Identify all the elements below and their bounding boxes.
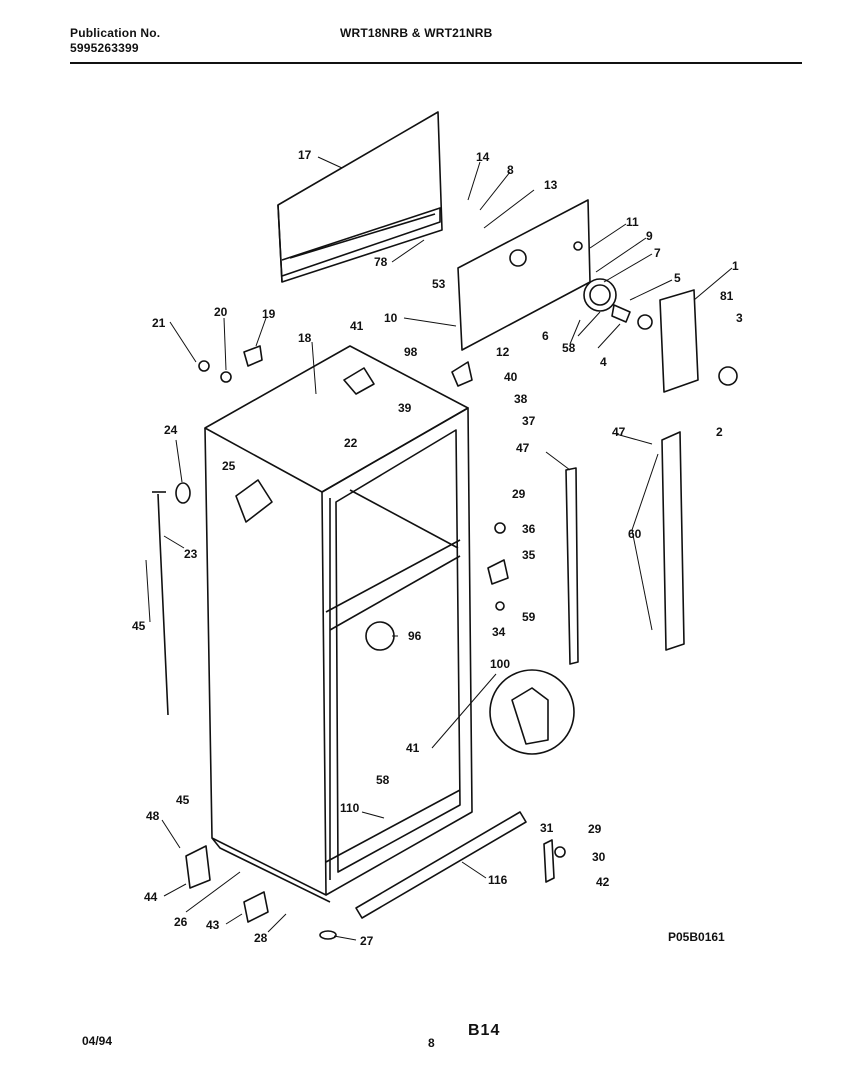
callout-label: 36 — [522, 522, 536, 536]
callout-label: 78 — [374, 255, 388, 269]
leader-lines — [145, 156, 733, 941]
callout-label: 116 — [488, 873, 508, 887]
callout-label: 26 — [174, 915, 188, 929]
plug-part — [365, 621, 395, 651]
detail-bracket-part — [511, 687, 549, 745]
page-code: B14 — [468, 1022, 501, 1039]
bracket-part — [343, 367, 375, 395]
callout-label: 6 — [542, 329, 549, 343]
air-duct-part — [659, 289, 699, 393]
washer-part — [495, 601, 505, 611]
callout-label: 100 — [490, 657, 510, 671]
cabinet-body — [204, 345, 473, 903]
callout-label: 23 — [184, 547, 198, 561]
screw-part — [494, 522, 506, 534]
top-hinge-part — [451, 361, 473, 387]
callout-label: 12 — [496, 345, 510, 359]
callout-label: 42 — [596, 875, 610, 889]
footer-date: 04/94 — [82, 1034, 113, 1048]
grommet-part — [718, 366, 738, 386]
callout-label: 58 — [562, 341, 576, 355]
callout-label: 34 — [492, 625, 506, 639]
callout-label: 9 — [646, 229, 653, 243]
callout-label: 31 — [540, 821, 554, 835]
callout-label: 18 — [298, 331, 312, 345]
callout-label: 38 — [514, 392, 528, 406]
callout-labels: 17 14 8 13 11 9 7 5 1 81 3 2 78 53 10 12… — [132, 148, 743, 948]
callout-label: 21 — [152, 316, 166, 330]
callout-label: 4 — [600, 355, 607, 369]
figure-id: P05B0161 — [668, 930, 725, 944]
callout-label: 44 — [144, 890, 158, 904]
screw-part — [198, 360, 210, 372]
bracket-part — [543, 839, 555, 883]
callout-label: 60 — [628, 527, 642, 541]
grommet-part — [175, 482, 191, 504]
callout-label: 17 — [298, 148, 312, 162]
base-rail-part — [355, 811, 527, 919]
plate-part — [243, 891, 269, 923]
callout-label: 7 — [654, 246, 661, 260]
callout-label: 14 — [476, 150, 490, 164]
callout-label: 110 — [340, 801, 360, 815]
callout-label: 3 — [736, 311, 743, 325]
callout-label: 2 — [716, 425, 723, 439]
callout-label: 30 — [592, 850, 606, 864]
callout-label: 25 — [222, 459, 236, 473]
callout-label: 53 — [432, 277, 446, 291]
callout-label: 96 — [408, 629, 422, 643]
callout-label: 45 — [132, 619, 146, 633]
callout-label: 28 — [254, 931, 268, 945]
publication-number: 5995263399 — [70, 41, 139, 55]
top-cover-part — [277, 111, 443, 283]
screw-part — [220, 371, 232, 383]
callout-label: 1 — [732, 259, 739, 273]
callout-label: 13 — [544, 178, 558, 192]
fan-motor-part — [583, 278, 653, 330]
evaporator-cover-part — [457, 199, 591, 351]
footer-page: 8 — [428, 1036, 435, 1050]
callout-label: 11 — [626, 215, 639, 229]
leveling-leg-part — [319, 930, 337, 940]
callout-label: 40 — [504, 370, 518, 384]
callout-label: 47 — [612, 425, 626, 439]
plate-part — [235, 479, 273, 523]
bushing-part — [243, 345, 263, 367]
callout-label: 59 — [522, 610, 536, 624]
callout-label: 35 — [522, 548, 536, 562]
model-numbers: WRT18NRB & WRT21NRB — [340, 26, 493, 40]
callout-label: 8 — [507, 163, 514, 177]
callout-label: 27 — [360, 934, 374, 948]
screw-part — [554, 846, 566, 858]
callout-label: 10 — [384, 311, 398, 325]
callout-label: 98 — [404, 345, 418, 359]
callout-label: 41 — [406, 741, 420, 755]
rod-part — [157, 493, 169, 716]
callout-label: 29 — [588, 822, 602, 836]
callout-label: 24 — [164, 423, 178, 437]
callout-label: 45 — [176, 793, 190, 807]
callout-label: 22 — [344, 436, 358, 450]
detail-inset — [489, 669, 575, 755]
gasket-strip-part — [565, 467, 579, 665]
callout-label: 39 — [398, 401, 412, 415]
bottom-hinge-part — [185, 845, 211, 889]
callout-label: 81 — [720, 289, 734, 303]
callout-label: 48 — [146, 809, 160, 823]
callout-label: 41 — [350, 319, 364, 333]
callout-label: 37 — [522, 414, 536, 428]
callout-label: 19 — [262, 307, 276, 321]
callout-label: 43 — [206, 918, 220, 932]
publication-label: Publication No. — [70, 26, 161, 40]
callout-label: 29 — [512, 487, 526, 501]
hinge-part — [487, 559, 509, 585]
callout-label: 5 — [674, 271, 681, 285]
gasket-strip-part — [661, 431, 685, 651]
callout-label: 58 — [376, 773, 390, 787]
callout-label: 47 — [516, 441, 530, 455]
header-rule — [70, 62, 802, 64]
callout-label: 20 — [214, 305, 228, 319]
